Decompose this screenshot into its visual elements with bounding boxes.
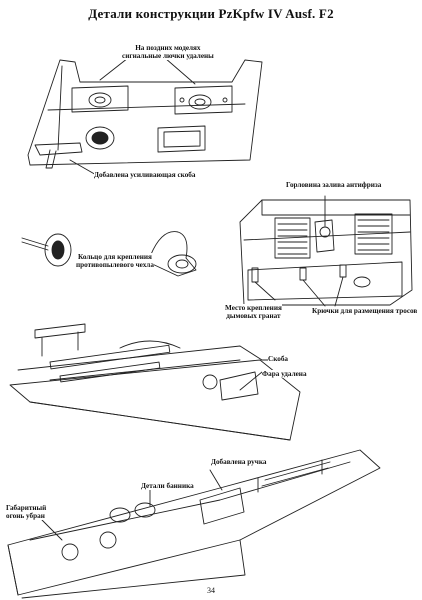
glacis-visor-drawing [27, 57, 263, 177]
label-antifreeze: Горловина залива антифриза [286, 181, 382, 189]
front-hull-drawing [7, 449, 381, 599]
label-bracket-added: Добавлена усиливающая скоба [94, 171, 196, 179]
page-number: 34 [207, 586, 215, 595]
hull-side-drawing [9, 323, 301, 441]
label-cleaning-rod: Детали банника [141, 482, 194, 490]
label-headlight: Фара удалена [262, 370, 307, 378]
page-title: Детали конструкции PzKpfw IV Ausf. F2 [88, 6, 334, 21]
engine-deck-drawing [239, 195, 413, 307]
label-handle: Добавлена ручка [211, 458, 267, 466]
label-cable-hooks: Крючки для размещения тросов [312, 307, 418, 315]
label-bracket: Скоба [268, 355, 289, 363]
dust-cover-ring-drawing [21, 231, 197, 277]
